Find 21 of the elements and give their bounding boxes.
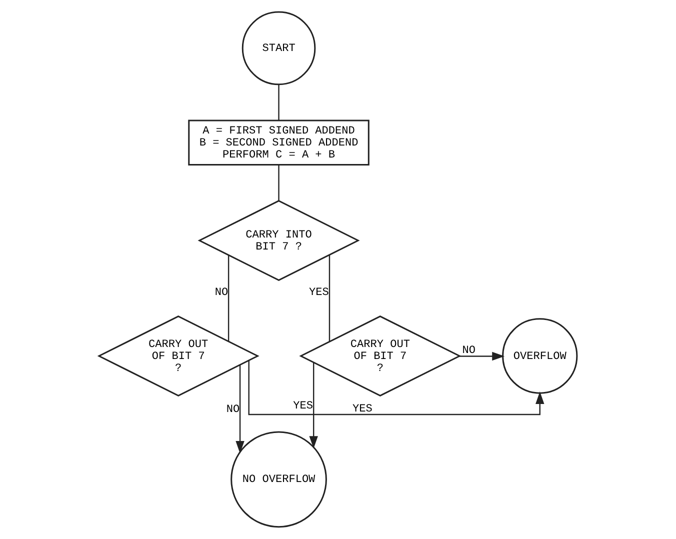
node-box: A = FIRST SIGNED ADDEND B = SECOND SIGNED ADDEND PERFORM C = A + B — [188, 120, 370, 166]
connector — [328, 255, 330, 342]
node-diamond: CARRY INTO BIT 7 ? — [198, 200, 360, 282]
node-diamond: CARRY OUT OF BIT 7 ? — [299, 316, 462, 396]
edge-label: NO — [462, 345, 476, 358]
edge-label: YES — [352, 403, 372, 416]
arrow — [236, 364, 244, 454]
arrow — [459, 352, 505, 361]
connector — [278, 84, 280, 120]
node-circle: OVERFLOW — [502, 318, 578, 394]
arrow — [309, 362, 318, 449]
node-circle: NO OVERFLOW — [230, 431, 327, 528]
connector — [228, 255, 230, 342]
node-circle: START — [242, 11, 316, 86]
edge-label: YES — [309, 287, 329, 300]
connector — [278, 164, 280, 201]
edge-label: NO — [226, 404, 240, 416]
edge-label: NO — [214, 286, 228, 299]
node-diamond: CARRY OUT OF BIT 7 ? — [97, 316, 260, 396]
edge-label: YES — [293, 400, 313, 412]
arrow — [248, 360, 544, 416]
